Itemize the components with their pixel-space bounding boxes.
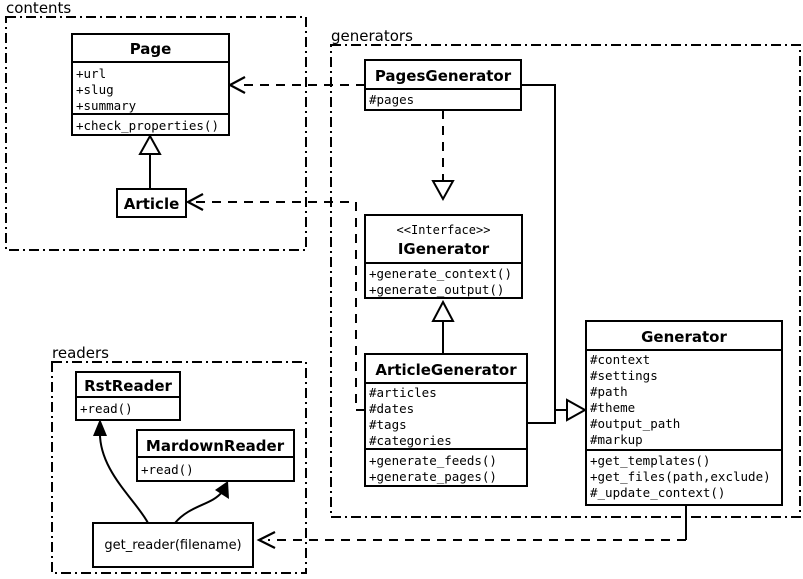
package-contents: contents xyxy=(5,0,307,251)
edge-getreader-rstreader xyxy=(93,419,149,524)
class-generator-method: #_update_context() xyxy=(590,485,725,500)
class-generator-method: +get_templates() xyxy=(590,453,710,468)
class-rstreader[interactable]: RstReader +read() xyxy=(75,371,181,421)
class-igenerator-box[interactable] xyxy=(364,214,523,299)
class-igenerator-method: +generate_output() xyxy=(369,282,504,297)
class-generator-box[interactable] xyxy=(585,320,783,506)
edge-article-page-arrowhead xyxy=(138,133,162,155)
class-mardownreader-box[interactable] xyxy=(136,429,295,482)
class-pagesgenerator-attribute: #pages xyxy=(369,92,414,107)
edge-getreader-mardownreader-line xyxy=(174,491,223,524)
edge-pagesgenerator-igenerator-arrowhead xyxy=(431,180,455,202)
class-mardownreader-title: MardownReader xyxy=(146,437,285,455)
class-article-title: Article xyxy=(124,195,180,213)
package-readers: readers xyxy=(51,344,307,574)
class-generator-attribute: #markup xyxy=(590,432,643,447)
class-article-box[interactable] xyxy=(116,188,187,218)
class-pagesgenerator-title: PagesGenerator xyxy=(375,67,512,85)
edge-generators-generator-arrowhead xyxy=(566,398,588,422)
class-page-attribute: +summary xyxy=(76,98,137,113)
class-generator-attribute: #path xyxy=(590,384,628,399)
edge-pagesgenerator-page xyxy=(227,76,365,94)
class-generator-method: +get_files(path,exclude) xyxy=(590,469,771,484)
package-generators-label: generators xyxy=(331,27,413,45)
class-page-method: +check_properties() xyxy=(76,118,219,133)
package-readers-border xyxy=(51,361,307,574)
class-article[interactable]: Article xyxy=(116,188,187,218)
package-readers-label: readers xyxy=(52,344,109,362)
class-articlegenerator-method: +generate_pages() xyxy=(369,469,497,484)
edge-getreader-rstreader-arrowhead xyxy=(93,419,107,436)
class-articlegenerator-attribute: #dates xyxy=(369,401,414,416)
class-igenerator-title: IGenerator xyxy=(398,240,490,258)
class-igenerator-method: +generate_context() xyxy=(369,266,512,281)
class-articlegenerator-box[interactable] xyxy=(364,353,528,487)
package-contents-border xyxy=(5,16,307,251)
class-page[interactable]: Page +url +slug +summary +check_properti… xyxy=(71,33,230,136)
edge-articlegenerator-article xyxy=(185,193,365,411)
edge-articlegenerator-igenerator-arrowhead xyxy=(431,299,455,322)
class-articlegenerator-attribute: #tags xyxy=(369,417,407,432)
edge-articlegenerator-article-line xyxy=(195,201,365,411)
function-get-reader[interactable]: get_reader(filename) xyxy=(92,522,254,568)
function-get-reader-box[interactable] xyxy=(92,522,254,568)
edge-generator-getreader xyxy=(256,505,687,549)
edge-getreader-rstreader-line xyxy=(98,429,149,524)
class-mardownreader-method: +read() xyxy=(141,462,194,477)
edge-articlegenerator-generator-line xyxy=(527,410,556,424)
function-get-reader-label: get_reader(filename) xyxy=(104,538,241,553)
class-rstreader-title: RstReader xyxy=(84,377,172,395)
class-generator-attribute: #theme xyxy=(590,400,635,415)
package-contents-label: contents xyxy=(6,0,71,17)
package-generators: generators xyxy=(330,27,801,518)
class-pagesgenerator[interactable]: PagesGenerator #pages xyxy=(364,59,522,111)
class-generator-attribute: #settings xyxy=(590,368,658,383)
edge-pagesgenerator-page-arrowhead xyxy=(227,76,246,94)
class-articlegenerator-attribute: #articles xyxy=(369,385,437,400)
class-page-attribute: +slug xyxy=(76,82,114,97)
class-page-attribute: +url xyxy=(76,66,106,81)
edge-generators-generator xyxy=(521,84,588,424)
class-articlegenerator-title: ArticleGenerator xyxy=(375,361,517,379)
class-rstreader-method: +read() xyxy=(80,401,133,416)
class-page-box[interactable] xyxy=(71,33,230,136)
edge-pagesgenerator-generator-line xyxy=(521,84,566,411)
class-generator-attribute: #context xyxy=(590,352,650,367)
edge-pagesgenerator-igenerator xyxy=(431,110,455,202)
edge-getreader-mardownreader-arrowhead xyxy=(215,481,229,499)
class-generator-attribute: #output_path xyxy=(590,416,680,431)
class-igenerator[interactable]: <<Interface>> IGenerator +generate_conte… xyxy=(364,214,523,299)
class-generator[interactable]: Generator #context #settings #path #them… xyxy=(585,320,783,506)
class-page-title: Page xyxy=(130,40,172,58)
edge-article-page xyxy=(138,133,162,189)
edge-articlegenerator-article-arrowhead xyxy=(185,193,204,211)
edge-articlegenerator-igenerator xyxy=(431,299,455,354)
class-pagesgenerator-box[interactable] xyxy=(364,59,522,111)
edge-generator-getreader-arrowhead xyxy=(256,531,276,549)
class-igenerator-stereotype: <<Interface>> xyxy=(397,223,491,237)
class-articlegenerator[interactable]: ArticleGenerator #articles #dates #tags … xyxy=(364,353,528,487)
package-generators-border xyxy=(330,44,801,518)
class-mardownreader[interactable]: MardownReader +read() xyxy=(136,429,295,482)
class-generator-title: Generator xyxy=(641,328,727,346)
class-articlegenerator-method: +generate_feeds() xyxy=(369,453,497,468)
class-articlegenerator-attribute: #categories xyxy=(369,433,452,448)
edge-getreader-mardownreader xyxy=(174,481,229,524)
